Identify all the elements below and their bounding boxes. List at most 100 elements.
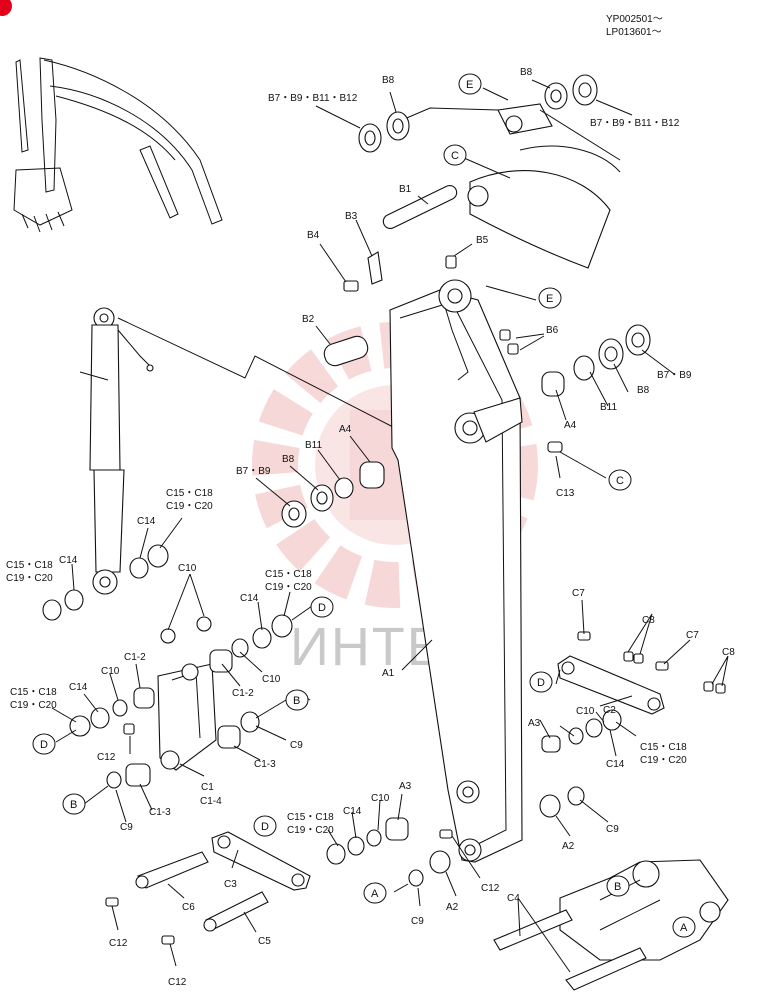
label-c12-bottom-mid: C12	[481, 883, 500, 894]
label-c8-top: C8	[642, 615, 655, 626]
label-c7-right: C7	[686, 630, 699, 641]
label-c9-right: C9	[606, 824, 619, 835]
leader-lines	[51, 79, 729, 973]
svg-text:D: D	[318, 602, 326, 614]
label-c9-left-bottom: C9	[120, 822, 133, 833]
svg-text:D: D	[261, 821, 269, 833]
bucket-links	[135, 655, 665, 932]
link-c1	[157, 663, 217, 771]
label-b11-right: B11	[600, 402, 617, 413]
label-c15-c18-right: C15・C18	[640, 742, 687, 753]
svg-text:D: D	[40, 739, 48, 751]
arm-body-a1	[389, 279, 523, 863]
label-c1-3-mid: C1-3	[254, 759, 276, 770]
label-b8-right: B8	[520, 67, 533, 78]
label-b7-b9-b11-b12-left: B7・B9・B11・B12	[268, 93, 358, 104]
label-c9-bottom: C9	[411, 916, 424, 927]
label-b8-mid-left: B8	[282, 454, 295, 465]
svg-text:C: C	[451, 150, 459, 162]
label-c1: C1	[201, 782, 214, 793]
label-c19-c20-left: C19・C20	[6, 573, 53, 584]
callout-e-1: E	[458, 73, 482, 95]
label-b6: B6	[546, 325, 559, 336]
label-c19-c20-right: C19・C20	[640, 755, 687, 766]
svg-text:A: A	[680, 922, 688, 934]
callout-d-2: D	[32, 733, 56, 755]
label-c15-c18-left: C15・C18	[6, 560, 53, 571]
label-c6: C6	[182, 902, 195, 913]
label-b4: B4	[307, 230, 320, 241]
svg-text:B: B	[70, 799, 77, 811]
label-c15-c18-bottom: C15・C18	[287, 812, 334, 823]
svg-text:B: B	[293, 695, 300, 707]
label-c10-left: C10	[101, 666, 120, 677]
label-c15-c18-left-2: C15・C18	[10, 687, 57, 698]
label-c1-2-top: C1-2	[124, 652, 146, 663]
label-c14-left: C14	[59, 555, 78, 566]
callout-a-2: A	[672, 916, 696, 938]
label-c19-c20-mid: C19・C20	[265, 582, 312, 593]
label-a3-mid: A3	[399, 781, 412, 792]
corner-mark	[0, 0, 12, 16]
label-a4-left: A4	[339, 424, 352, 435]
label-a2-right: A2	[562, 841, 575, 852]
svg-text:D: D	[537, 677, 545, 689]
svg-text:B: B	[614, 881, 621, 893]
label-c13: C13	[556, 488, 575, 499]
label-b7-b9-right: B7・B9	[657, 370, 692, 381]
label-c14-bottom: C14	[343, 806, 362, 817]
label-c5: C5	[258, 936, 271, 947]
label-c7-top: C7	[572, 588, 585, 599]
label-c11: B11	[305, 440, 322, 451]
serial-2: LP013601～	[606, 27, 662, 38]
label-c8-right: C8	[722, 647, 735, 658]
label-c10-mid: C10	[262, 674, 281, 685]
label-c1-4: C1-4	[200, 796, 222, 807]
label-a3-right: A3	[528, 718, 541, 729]
label-c14-left-2: C14	[69, 682, 88, 693]
label-b8-left: B8	[382, 75, 395, 86]
label-b1: B1	[399, 184, 412, 195]
label-c14-top: C14	[137, 516, 156, 527]
label-b2: B2	[302, 314, 315, 325]
label-c1-3-bottom: C1-3	[149, 807, 171, 818]
callout-e-2: E	[538, 287, 562, 309]
callout-d-3: D	[529, 671, 553, 693]
label-c12-bottom-left: C12	[109, 938, 128, 949]
callout-a-1: A	[363, 882, 387, 904]
label-b7-b9-left: B7・B9	[236, 466, 271, 477]
svg-text:E: E	[466, 79, 473, 91]
label-c10-bottom: C10	[371, 793, 390, 804]
callout-d-4: D	[253, 815, 277, 837]
label-c12-left-mid: C12	[97, 752, 116, 763]
label-c12-bottom-left-2: C12	[168, 977, 187, 988]
callout-c-2: C	[608, 469, 632, 491]
label-c19-c20-bottom: C19・C20	[287, 825, 334, 836]
label-b3: B3	[345, 211, 358, 222]
label-c14-right: C14	[606, 759, 625, 770]
callout-b-1: B	[285, 689, 309, 711]
washers-and-bushings	[42, 74, 726, 945]
label-a2-bottom: A2	[446, 902, 459, 913]
svg-text:A: A	[371, 888, 379, 900]
label-c19-c20-left-2: C19・C20	[10, 700, 57, 711]
callout-c-1: C	[443, 144, 467, 166]
serial-1: YP002501～	[606, 14, 663, 25]
label-a4-right: A4	[564, 420, 577, 431]
callout-b-3: B	[606, 875, 630, 897]
label-b5: B5	[476, 235, 489, 246]
label-a1: A1	[382, 668, 395, 679]
label-c15-c18-top: C15・C18	[166, 488, 213, 499]
label-c1-2-mid: C1-2	[232, 688, 254, 699]
label-c2: C2	[603, 705, 616, 716]
arm-cylinder	[79, 307, 396, 595]
label-c19-c20-top: C19・C20	[166, 501, 213, 512]
label-c10-top: C10	[178, 563, 197, 574]
callout-b-2: B	[62, 793, 86, 815]
label-b7-b9-b11-b12-right: B7・B9・B11・B12	[590, 118, 680, 129]
label-c15-c18-mid: C15・C18	[265, 569, 312, 580]
svg-text:C: C	[616, 475, 624, 487]
label-c10-right: C10	[576, 706, 595, 717]
svg-text:E: E	[546, 293, 553, 305]
